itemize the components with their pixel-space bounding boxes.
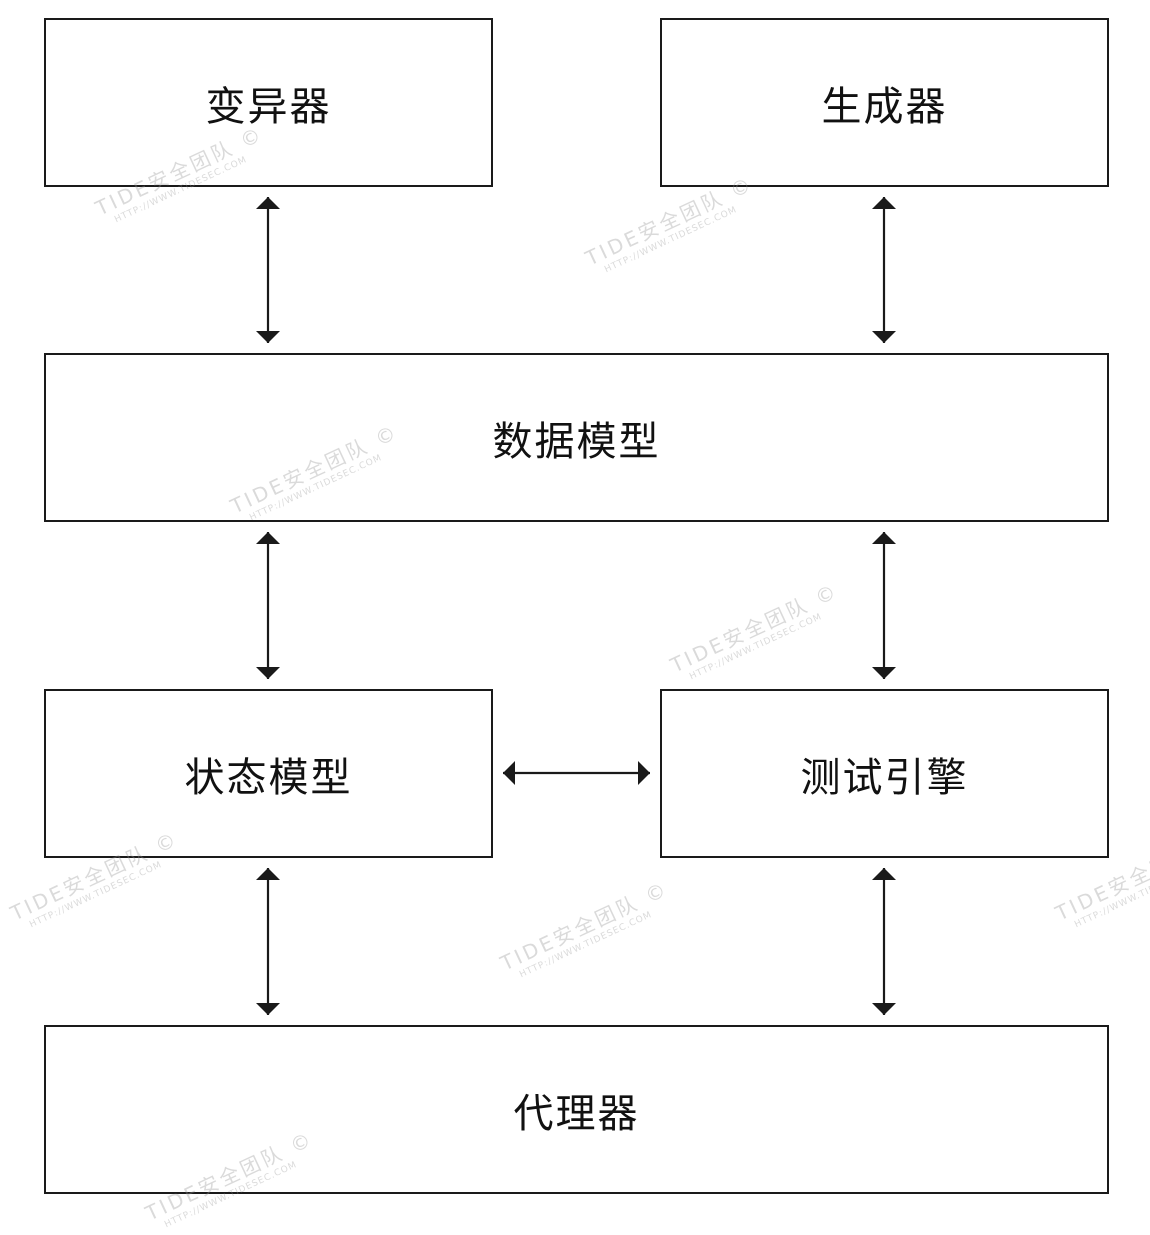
watermark-url: HTTP://WWW.TIDESEC.COM: [1073, 859, 1150, 931]
mutator-label: 变异器: [205, 83, 332, 130]
test-engine-label: 测试引擎: [800, 754, 969, 801]
test-engine-box: 测试引擎: [660, 689, 1109, 858]
watermark-url: HTTP://WWW.TIDESEC.COM: [603, 204, 739, 276]
agent-box: 代理器: [44, 1025, 1109, 1194]
data-model-box: 数据模型: [44, 353, 1109, 522]
watermark: TIDE安全团队 © HTTP://WWW.TIDESEC.COM: [495, 873, 677, 985]
watermark-text: TIDE安全团队 ©: [496, 876, 673, 976]
watermark: TIDE安全团队 © HTTP://WWW.TIDESEC.COM: [665, 575, 847, 687]
generator-box: 生成器: [660, 18, 1109, 187]
watermark-text: TIDE安全团队 ©: [666, 578, 843, 678]
state-model-box: 状态模型: [44, 689, 493, 858]
watermark-url: HTTP://WWW.TIDESEC.COM: [28, 859, 164, 931]
watermark-url: HTTP://WWW.TIDESEC.COM: [688, 611, 824, 683]
mutator-box: 变异器: [44, 18, 493, 187]
generator-label: 生成器: [821, 83, 948, 130]
agent-label: 代理器: [513, 1090, 640, 1137]
watermark-url: HTTP://WWW.TIDESEC.COM: [518, 909, 654, 981]
data-model-label: 数据模型: [492, 418, 661, 465]
state-model-label: 状态模型: [184, 754, 353, 801]
